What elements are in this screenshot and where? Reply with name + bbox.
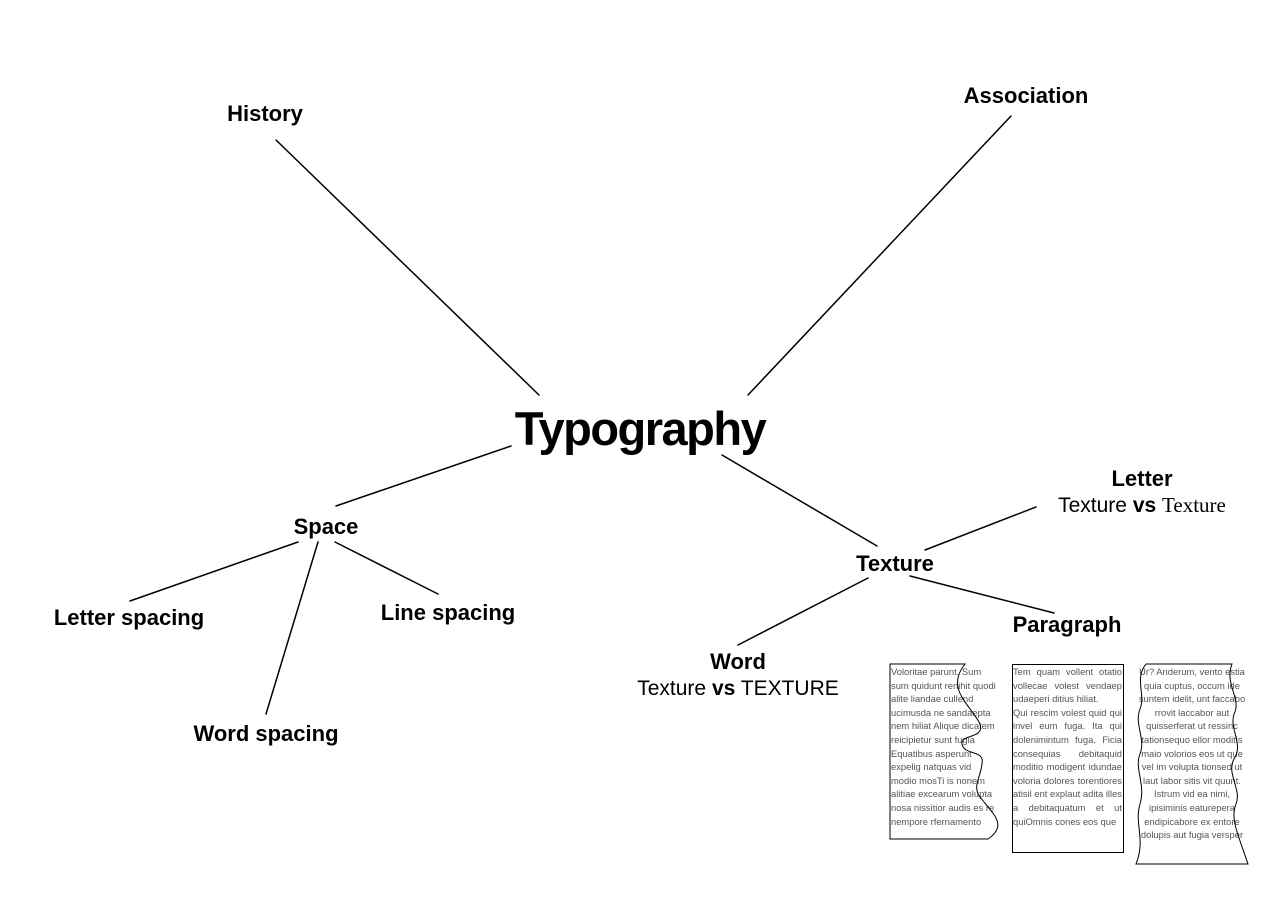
node-history: History [227,101,303,126]
word-example-uppercase: TEXTURE [740,677,839,700]
connector-paragraph [909,575,1055,614]
node-paragraph: Paragraph [1012,612,1122,637]
connector-word [737,577,869,646]
node-space: Space [293,514,359,539]
justified-paragraph-text-1: Tem quam vollent otatio vollecae volest … [1013,666,1122,705]
word-texture-example: Texture vs TEXTURE [637,678,839,699]
node-word-spacing: Word spacing [193,721,339,746]
connector-association [747,115,1012,396]
connector-history [275,139,540,396]
letter-example-serif: Texture [1162,493,1226,517]
letter-example-sans: Texture [1058,494,1127,517]
letter-example-vs: vs [1132,494,1157,517]
centered-paragraph-text: Ur? Anderum, vento estia quia cuptus, oc… [1138,666,1246,841]
paragraph-sample-ragged: Voloritae parunt. Sum sum quidunt renihi… [891,665,997,839]
node-association: Association [963,83,1089,108]
paragraph-sample-justified: Tem quam vollent otatio vollecae volest … [1013,665,1122,853]
connector-letter-spacing [129,541,299,602]
node-texture: Texture [856,551,934,576]
connector-texture [721,454,878,547]
word-example-vs: vs [711,677,736,700]
node-letter-spacing: Letter spacing [53,605,205,630]
connector-space [335,445,512,507]
justified-paragraph-text-2: Qui rescim volest quid qui invel eum fug… [1013,706,1122,827]
connector-letter [924,506,1037,551]
node-letter: Letter [1111,466,1173,491]
word-example-lowercase: Texture [637,677,707,700]
connector-word-spacing [265,541,319,715]
letter-texture-example: Texture vs Texture [1058,493,1226,517]
node-line-spacing: Line spacing [380,600,516,625]
connector-line-spacing [334,541,439,595]
node-word: Word [710,649,766,674]
paragraph-sample-centered: Ur? Anderum, vento estia quia cuptus, oc… [1136,665,1248,865]
central-topic-typography: Typography [514,402,767,455]
ragged-paragraph-text: Voloritae parunt. Sum sum quidunt renihi… [891,666,996,827]
